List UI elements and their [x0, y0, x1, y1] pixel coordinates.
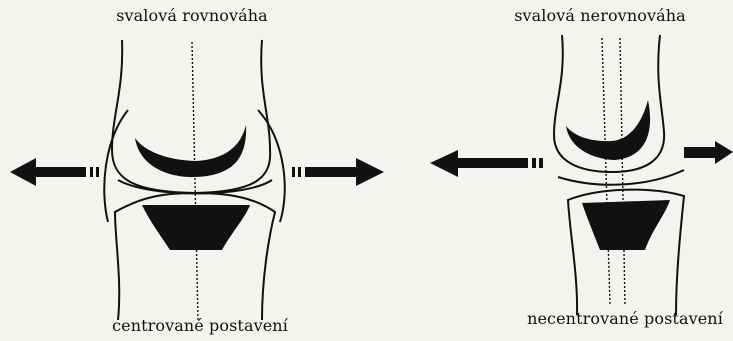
lower-cartilage: [582, 200, 670, 250]
centered-position-label: centrované postavení: [112, 316, 288, 335]
left-pull-arrow: [10, 158, 99, 186]
off-center-position-label: necentrované postavení: [527, 309, 723, 328]
balance-label: svalová rovnováha: [116, 6, 268, 25]
left-pull-arrow: [430, 150, 543, 177]
imbalanced-joint-figure: [430, 35, 733, 315]
center-axis: [192, 42, 198, 320]
imbalance-label: svalová nerovnováha: [514, 6, 686, 25]
balanced-joint-figure: [10, 40, 384, 320]
upper-cartilage: [135, 125, 246, 177]
upper-cartilage: [566, 100, 650, 160]
right-pull-arrow: [684, 141, 733, 164]
right-pull-arrow: [292, 158, 384, 186]
